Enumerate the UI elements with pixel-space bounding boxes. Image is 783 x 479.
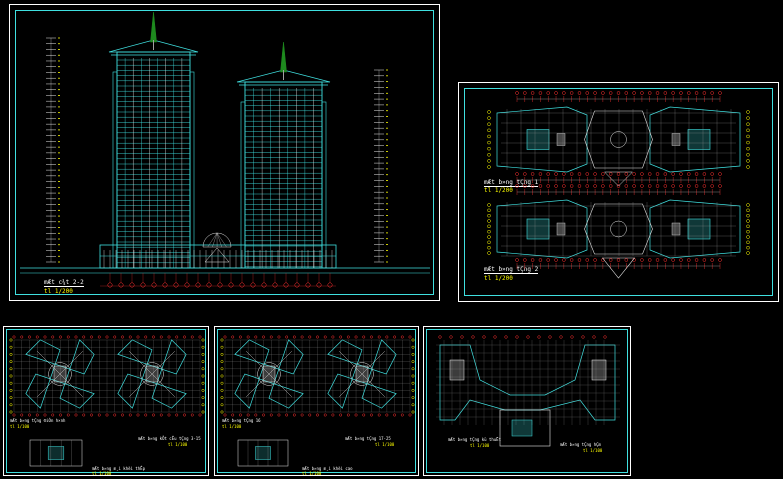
sheet-c-scale-1: tl 1/100 xyxy=(470,443,490,448)
sheet-a-scale-2: tl 1/100 xyxy=(168,442,188,447)
tower-right xyxy=(244,81,323,269)
tower-plan-a-left xyxy=(25,339,95,409)
elevation-title: mÆt c¾t 2-2 xyxy=(44,279,84,287)
sheet-b-caption-2: mÆt b»ng tÇng 17-25 xyxy=(345,436,391,441)
sheet-b-scale-3: tl 1/100 xyxy=(302,471,322,476)
podium-plan-outline xyxy=(439,344,616,421)
sheet-c-caption-2: mÆt b»ng tÇng hÇm xyxy=(560,442,601,447)
detail-plan-b xyxy=(237,439,289,467)
detail-plan-a xyxy=(29,439,83,467)
sheet-c-scale-2: tl 1/100 xyxy=(583,448,603,453)
plan-2-scale: tl 1/200 xyxy=(484,275,513,282)
sheet-b-scale-1: tl 1/100 xyxy=(222,424,242,429)
spire-icon xyxy=(150,11,157,43)
tower-plan-a-right xyxy=(117,339,187,409)
sheet-b-scale-2: tl 1/100 xyxy=(375,442,395,447)
elevation-sheet xyxy=(9,4,440,301)
sheet-b-caption-3: mÆt b»ng m¸i khèi cao xyxy=(302,466,353,471)
tower-left xyxy=(116,51,191,269)
plan-1-title: mÆt b»ng tÇng 1 xyxy=(484,179,539,187)
tower-plan-b-left xyxy=(234,339,304,409)
sheet-b-caption-1: mÆt b»ng tÇng 16 xyxy=(222,418,261,423)
plan-2-title: mÆt b»ng tÇng 2 xyxy=(484,266,539,274)
typical-plan-sheet-b xyxy=(214,326,419,476)
podium-plan-sheet xyxy=(423,326,631,476)
elevation-inner-border xyxy=(15,10,434,295)
tower-plan-b-right xyxy=(327,339,397,409)
elevation-scale: tl 1/200 xyxy=(44,288,73,295)
sheet-a-caption-1: mÆt b»ng tÇng ®iÓn h×nh xyxy=(10,418,66,423)
plan-1-scale: tl 1/200 xyxy=(484,187,513,194)
sheet-c-caption-1: mÆt b»ng tÇng kü thuËt xyxy=(448,437,501,442)
spire-icon xyxy=(280,41,287,73)
sheet-a-caption-2: mÆt b»ng kÕt cÊu tÇng 3-15 xyxy=(138,436,201,441)
floor-plans-sheet xyxy=(458,82,779,302)
sheet-a-scale-1: tl 1/100 xyxy=(10,424,30,429)
dome-icon xyxy=(202,232,232,248)
typical-plan-sheet-b-inner xyxy=(217,329,416,473)
typical-plan-sheet-a xyxy=(3,326,209,476)
sheet-a-caption-3: mÆt b»ng m¸i khèi thÊp xyxy=(92,466,145,471)
floor-plans-inner-border xyxy=(464,88,773,296)
podium-plan-sheet-inner xyxy=(426,329,628,473)
typical-plan-sheet-a-inner xyxy=(6,329,206,473)
sheet-a-scale-3: tl 1/100 xyxy=(92,471,112,476)
